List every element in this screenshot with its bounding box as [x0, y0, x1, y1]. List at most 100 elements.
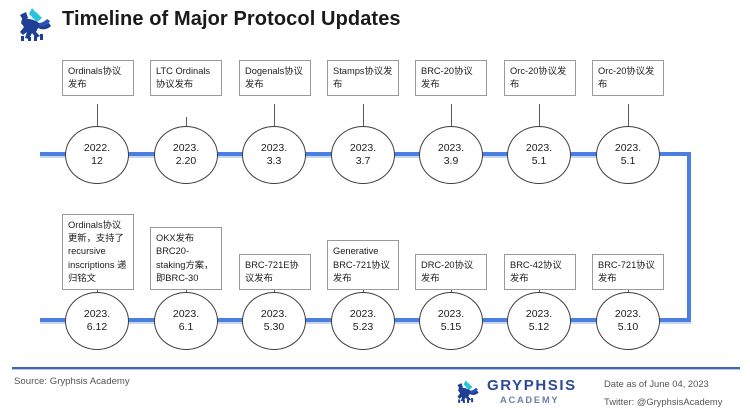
footer-brand-name: GRYPHSIS — [487, 377, 577, 394]
rail-bottom-seg-3-shadow — [296, 322, 340, 324]
rail-bottom-seg-5 — [473, 318, 517, 322]
timeline-node-bottom-6[interactable]: 2023. 5.10 — [596, 292, 660, 350]
timeline-label-bottom-0-text: Ordinals协议更新，支持了 recursive inscriptions … — [68, 220, 127, 283]
timeline-node-bottom-2[interactable]: 2023. 5.30 — [242, 292, 306, 350]
timeline-node-top-0[interactable]: 2022. 12 — [65, 126, 129, 184]
stem-top-1 — [186, 117, 187, 126]
timeline-node-top-5-date2: 5.1 — [531, 155, 547, 167]
timeline-node-bottom-3-date: 2023. — [349, 307, 377, 320]
footer-date-note: Date as of June 04, 2023 — [604, 378, 709, 389]
rail-uturn-top — [649, 152, 691, 156]
timeline-label-bottom-5: BRC-42协议发布 — [504, 253, 576, 290]
rail-top-seg-2 — [208, 152, 252, 156]
rail-bottom-seg-1-shadow — [120, 322, 164, 324]
timeline-label-bottom-5-text: BRC-42协议发布 — [510, 259, 562, 283]
rail-top-seg-1 — [120, 152, 164, 156]
timeline-node-bottom-2-date: 2023. — [260, 307, 288, 320]
rail-bottom-seg-2-shadow — [208, 322, 252, 324]
stem-bottom-1 — [186, 290, 187, 292]
footer-gryphsis-griffin-logo-icon — [457, 380, 479, 403]
timeline-node-top-2-date: 2023. — [260, 141, 288, 154]
timeline-label-bottom-0: Ordinals协议更新，支持了 recursive inscriptions … — [62, 214, 134, 290]
timeline-label-top-2: Dogenals协议发布 — [239, 60, 311, 97]
timeline-label-bottom-2-text: BRC-721E协议发布 — [245, 259, 299, 283]
timeline-label-top-6: Orc-20协议发布 — [592, 60, 664, 97]
timeline-node-bottom-5-date2: 5.12 — [528, 321, 550, 333]
timeline-label-bottom-6: BRC-721协议发布 — [592, 253, 664, 290]
rail-bottom-left-stub-shadow — [40, 322, 76, 324]
stem-top-3 — [363, 104, 364, 126]
timeline-node-bottom-0-date: 2023. — [83, 307, 111, 320]
rail-uturn-vertical — [687, 152, 691, 322]
stem-top-4 — [451, 104, 452, 126]
timeline-node-bottom-3[interactable]: 2023. 5.23 — [331, 292, 395, 350]
timeline-label-top-5: Orc-20协议发布 — [504, 60, 576, 97]
rail-top-left-stub-shadow — [40, 156, 76, 158]
timeline-node-bottom-4-date: 2023. — [437, 307, 465, 320]
page-title: Timeline of Major Protocol Updates — [62, 8, 401, 30]
rail-top-left-stub — [40, 152, 76, 156]
timeline-node-top-4-date: 2023. — [437, 141, 465, 154]
timeline-label-top-5-text: Orc-20协议发布 — [510, 66, 567, 90]
timeline-node-top-3-date2: 3.7 — [355, 155, 371, 167]
timeline-node-bottom-1-date2: 6.1 — [178, 321, 194, 333]
timeline-label-top-0: Ordinals协议发布 — [62, 60, 134, 97]
gryphsis-griffin-logo-icon — [20, 8, 51, 41]
rail-top-seg-5-shadow — [473, 156, 517, 158]
footer-twitter-handle: Twitter: @GryphsisAcademy — [604, 396, 723, 407]
timeline-node-bottom-0-date2: 6.12 — [86, 321, 108, 333]
timeline-node-top-3-date: 2023. — [349, 141, 377, 154]
timeline-node-bottom-5[interactable]: 2023. 5.12 — [507, 292, 571, 350]
timeline-node-top-6-date: 2023. — [614, 141, 642, 154]
timeline-node-top-0-date2: 12 — [91, 155, 103, 167]
rail-top-seg-6-shadow — [561, 156, 605, 158]
timeline-label-top-2-text: Dogenals协议发布 — [245, 66, 303, 90]
timeline-node-bottom-1[interactable]: 2023. 6.1 — [154, 292, 218, 350]
source-text: Source: Gryphsis Academy — [14, 376, 130, 387]
timeline-label-top-4-text: BRC-20协议发布 — [421, 66, 473, 90]
rail-bottom-seg-2 — [208, 318, 252, 322]
timeline-node-bottom-3-date2: 5.23 — [352, 321, 374, 333]
rail-bottom-left-stub — [40, 318, 76, 322]
stem-bottom-0 — [97, 290, 98, 292]
timeline-node-top-4[interactable]: 2023. 3.9 — [419, 126, 483, 184]
rail-top-seg-5 — [473, 152, 517, 156]
rail-top-seg-2-shadow — [208, 156, 252, 158]
rail-top-seg-3-shadow — [296, 156, 340, 158]
timeline-node-top-5-date: 2023. — [525, 141, 553, 154]
timeline-label-bottom-4-text: DRC-20协议发布 — [421, 259, 474, 283]
rail-bottom-seg-3 — [296, 318, 340, 322]
timeline-node-top-6[interactable]: 2023. 5.1 — [596, 126, 660, 184]
timeline-node-top-1[interactable]: 2023. 2.20 — [154, 126, 218, 184]
footer-divider-shadow — [12, 369, 740, 370]
rail-uturn-bottom — [649, 318, 691, 322]
timeline-node-bottom-5-date: 2023. — [525, 307, 553, 320]
timeline-label-bottom-3-text: Generative BRC-721协议发布 — [333, 246, 390, 283]
rail-uturn-bottom-shadow — [649, 322, 691, 324]
timeline-node-top-6-date2: 5.1 — [620, 155, 636, 167]
timeline-label-top-0-text: Ordinals协议发布 — [68, 66, 122, 90]
timeline-label-top-6-text: Orc-20协议发布 — [598, 66, 655, 90]
rail-top-seg-3 — [296, 152, 340, 156]
timeline-label-bottom-1-text: OKX发布BRC20-staking方案，即BRC-30 — [156, 233, 214, 283]
stem-top-5 — [539, 104, 540, 126]
timeline-node-top-2[interactable]: 2023. 3.3 — [242, 126, 306, 184]
timeline-node-top-2-date2: 3.3 — [266, 155, 282, 167]
timeline-node-top-1-date: 2023. — [172, 141, 200, 154]
rail-bottom-seg-4 — [385, 318, 429, 322]
timeline-node-bottom-0[interactable]: 2023. 6.12 — [65, 292, 129, 350]
timeline-node-bottom-6-date2: 5.10 — [617, 321, 639, 333]
timeline-node-top-3[interactable]: 2023. 3.7 — [331, 126, 395, 184]
footer-brand-subtitle: ACADEMY — [500, 394, 560, 405]
timeline-label-bottom-6-text: BRC-721协议发布 — [598, 259, 655, 283]
timeline-node-top-5[interactable]: 2023. 5.1 — [507, 126, 571, 184]
timeline-node-top-0-date: 2022. — [83, 141, 111, 154]
timeline-node-bottom-1-date: 2023. — [172, 307, 200, 320]
rail-top-seg-1-shadow — [120, 156, 164, 158]
timeline-label-top-1-text: LTC Ordinals协议发布 — [156, 66, 211, 90]
stem-top-0 — [97, 104, 98, 126]
timeline-label-bottom-1: OKX发布BRC20-staking方案，即BRC-30 — [150, 227, 222, 290]
rail-top-seg-4 — [385, 152, 429, 156]
timeline-node-bottom-4[interactable]: 2023. 5.15 — [419, 292, 483, 350]
